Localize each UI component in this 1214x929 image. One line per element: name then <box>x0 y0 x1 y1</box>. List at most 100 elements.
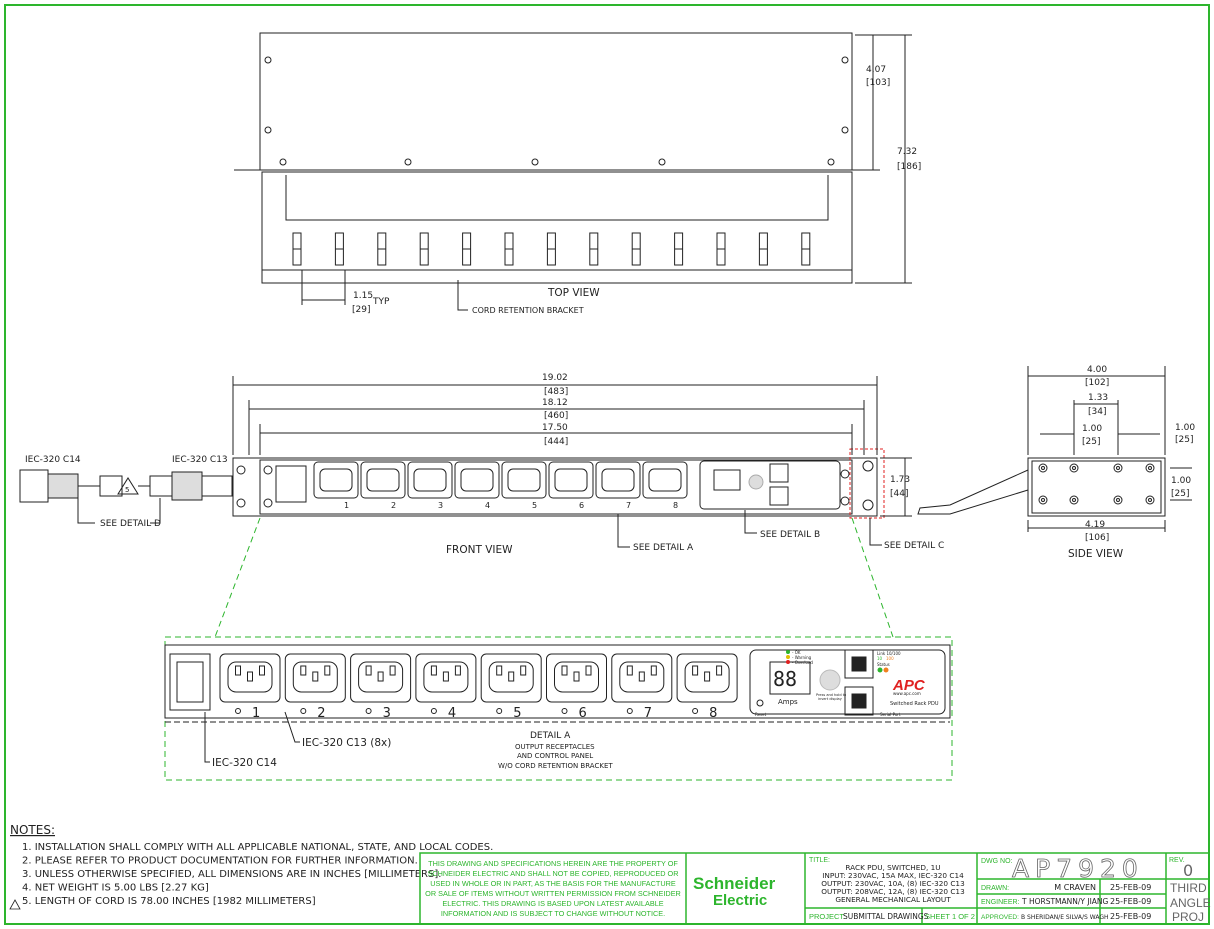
side-dim-b: 1.00 <box>1082 424 1102 434</box>
projection-third: THIRD <box>1170 881 1207 895</box>
detail-outlet-number: 3 <box>383 706 391 721</box>
product-label: Switched Rack PDU <box>890 701 939 707</box>
detail-outlet-number: 2 <box>317 706 325 721</box>
side-dim-a: 1.33 <box>1088 393 1108 403</box>
detail-outlet-7 <box>611 653 673 703</box>
detail-c13-label: IEC-320 C13 (8x) <box>302 737 391 749</box>
dim-height: 1.73 <box>890 475 910 485</box>
reset-label: Reset <box>755 712 767 717</box>
hole <box>1113 463 1123 473</box>
drawn-value: M CRAVEN <box>1054 883 1096 892</box>
schneider-logo-electric: Electric <box>713 892 767 909</box>
outlet-number: 6 <box>579 501 584 510</box>
outlet-7 <box>595 461 641 499</box>
amps-label: Amps <box>778 698 798 706</box>
outlet-3 <box>407 461 453 499</box>
detail-outlet-6 <box>546 653 607 703</box>
rev-label: REV. <box>1169 857 1185 864</box>
dim-pitch-mm: [29] <box>352 305 370 315</box>
outlet-6 <box>548 461 594 499</box>
disclaimer-line: USED IN WHOLE OR IN PART, AS THE BASIS F… <box>430 879 676 888</box>
dim-19-02: 19.02 <box>542 373 568 383</box>
detail-a-line2: AND CONTROL PANEL <box>517 752 593 760</box>
see-detail-c: SEE DETAIL C <box>884 541 944 551</box>
top-view-label: TOP VIEW <box>547 287 600 299</box>
drawing-number: AP7920 <box>1012 854 1144 883</box>
hole <box>1038 495 1048 505</box>
drawn-label: DRAWN: <box>981 885 1009 892</box>
led-overload-label: - Overload <box>792 660 813 665</box>
side-dim-depth-mm: [106] <box>1085 533 1109 543</box>
side-dim-b-mm: [25] <box>1082 437 1100 447</box>
dim-depth: 4.07 <box>866 65 886 75</box>
drawn-date: 25-FEB-09 <box>1110 883 1151 892</box>
led-warning-label: - Warning <box>792 655 812 660</box>
dim-depth-mm: [103] <box>866 78 890 88</box>
note-item: 1. INSTALLATION SHALL COMPLY WITH ALL AP… <box>22 842 493 853</box>
approved-value: B SHERIDAN/E SILVA/S WAGH <box>1021 914 1109 921</box>
hole <box>1145 495 1155 505</box>
front-view-label: FRONT VIEW <box>446 544 513 556</box>
outlet-8 <box>642 461 688 499</box>
outlet-number: 1 <box>344 501 349 510</box>
title-line: OUTPUT: 230VAC, 10A, (8) IEC-320 C13 <box>821 879 965 888</box>
side-dim-d-mm: [25] <box>1171 489 1189 499</box>
side-dim-depth: 4.19 <box>1085 520 1105 530</box>
detail-outlet-number: 5 <box>513 706 521 721</box>
apc-logo: APC <box>892 677 926 694</box>
detail-outlet-4 <box>415 653 477 703</box>
projection-proj: PROJ <box>1172 910 1204 924</box>
approved-label: APPROVED: <box>981 914 1019 921</box>
hole <box>1038 463 1048 473</box>
side-dim-width-mm: [102] <box>1085 378 1109 388</box>
detail-c14-label: IEC-320 C14 <box>212 757 277 769</box>
approved-date: 25-FEB-09 <box>1110 912 1151 921</box>
screw-icon <box>658 158 666 166</box>
dim-18-12-mm: [460] <box>544 411 568 421</box>
outlet-2 <box>360 461 406 499</box>
title-line: GENERAL MECHANICAL LAYOUT <box>835 895 951 904</box>
front-view <box>19 376 912 548</box>
outlet-number: 3 <box>438 501 443 510</box>
dim-total-mm: [186] <box>897 162 921 172</box>
link-100-label: 100 <box>886 656 894 661</box>
rev-value: 0 <box>1183 861 1193 880</box>
dim-17-50: 17.50 <box>542 423 568 433</box>
detail-outlet-number: 8 <box>709 706 717 721</box>
detail-a-title: DETAIL A <box>530 731 571 741</box>
dim-height-mm: [44] <box>890 489 908 499</box>
detail-outlet-8 <box>676 653 738 703</box>
detail-outlet-5 <box>480 653 542 703</box>
title-line: RACK PDU, SWITCHED, 1U <box>845 863 940 872</box>
see-detail-b: SEE DETAIL B <box>760 530 820 540</box>
hole <box>1145 463 1155 473</box>
detail-c-box <box>849 448 885 519</box>
title-label: TITLE: <box>809 857 830 864</box>
outlet-number: 5 <box>532 501 537 510</box>
note-item: 5. LENGTH OF CORD IS 78.00 INCHES [1982 … <box>22 896 316 907</box>
note-item: 2. PLEASE REFER TO PRODUCT DOCUMENTATION… <box>22 856 418 867</box>
screw-icon <box>279 158 287 166</box>
disclaimer-line: INFORMATION AND IS SUBJECT TO CHANGE WIT… <box>441 909 665 918</box>
link-10-label: 10 <box>877 656 883 661</box>
detail-outlet-number: 4 <box>448 706 456 721</box>
side-dim-d: 1.00 <box>1171 476 1191 486</box>
outlet-number: 2 <box>391 501 396 510</box>
outlet-5 <box>501 461 547 499</box>
hole <box>1069 495 1079 505</box>
outlet-number: 8 <box>673 501 678 510</box>
schneider-logo: Schneider <box>693 874 776 893</box>
hole <box>1113 495 1123 505</box>
status-label: Status <box>877 662 890 667</box>
side-dim-width: 4.00 <box>1087 365 1107 375</box>
engineer-date: 25-FEB-09 <box>1110 897 1151 906</box>
side-dim-a-mm: [34] <box>1088 407 1106 417</box>
outlet-4 <box>454 461 500 499</box>
engineer-label: ENGINEER: <box>981 899 1020 906</box>
dim-pitch-typ: TYP <box>372 297 390 307</box>
engineer-value: T HORSTMANN/Y JIANG <box>1021 897 1109 906</box>
cord-c13-label: IEC-320 C13 <box>172 455 228 465</box>
side-dim-c: 1.00 <box>1175 423 1195 433</box>
title-line: OUTPUT: 208VAC, 12A, (8) IEC-320 C13 <box>821 887 965 896</box>
